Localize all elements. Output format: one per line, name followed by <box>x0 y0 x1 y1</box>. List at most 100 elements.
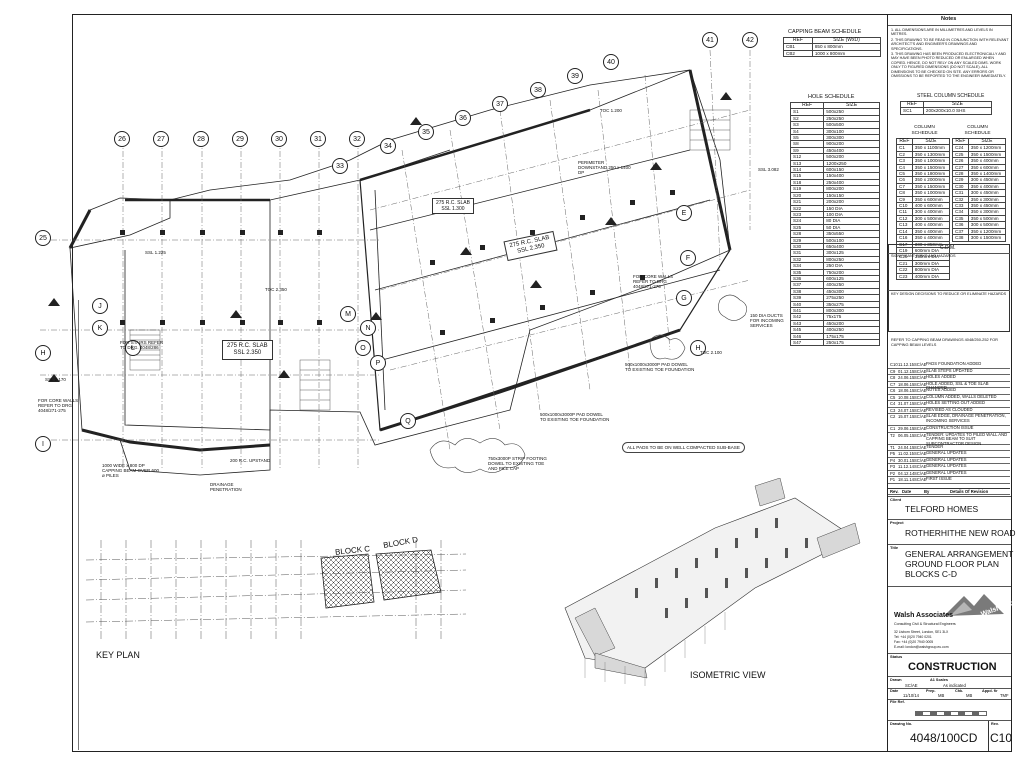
table-cell: S13 <box>789 159 825 168</box>
appd-label: Appd. fir <box>982 689 998 693</box>
gridline-bubble-m: M <box>340 306 356 322</box>
revision-details: HOLE ADDED, SSL & TOE SLAB CHANGED <box>926 380 989 390</box>
revision-date: 04.12.14 <box>898 470 915 476</box>
revision-details: HOLES SETTING OUT ADDED <box>926 400 986 405</box>
table-cell: 350 x 1300mm <box>911 150 951 159</box>
revision-by: SC/AE <box>914 401 927 406</box>
revision-date: 30.01.15 <box>898 457 915 463</box>
table-cell: 900x200 <box>823 140 880 148</box>
title-label: Title <box>890 545 899 550</box>
steel-column-schedule-title: STEEL COLUMN SCHEDULE <box>917 93 985 99</box>
note-upstand: 200 R.C. UPSTAND <box>230 458 271 463</box>
table-cell: 350mm DIA <box>911 253 951 261</box>
table-cell: 350 x 1500mm <box>911 163 951 172</box>
table-cell: 350 x 600mm <box>911 195 951 204</box>
revision-date: 18.06.15 <box>898 388 915 393</box>
table-cell: 500x100 <box>823 236 880 244</box>
gridline-bubble-l: L <box>125 340 141 356</box>
key-plan-label: KEY PLAN <box>96 650 140 660</box>
key-plan-drawing <box>86 540 466 640</box>
table-cell: 350 x 300mm <box>967 208 1007 216</box>
gridline-bubble-25: 25 <box>35 230 51 246</box>
date-value: 11/10/14 <box>903 693 919 698</box>
revision-rev: C3 <box>890 407 896 413</box>
gridline-bubble-g: G <box>676 290 692 306</box>
note-2: 2. THIS DRAWING TO BE READ IN CONJUNCTIO… <box>891 38 1009 51</box>
table-cell: 300 x 450mm <box>967 189 1007 197</box>
table-cell: 300 x 450mm <box>967 176 1007 184</box>
note-toc-3: TOC 1.200 <box>600 108 622 113</box>
a1-scale-label: A1 Scales <box>930 678 948 682</box>
table-cell: 350 x 1200mm <box>967 144 1007 152</box>
note-perimeter: PERIMETER DOWNSTAND 250 x 1400 DP <box>578 160 631 175</box>
gridline-bubble-38: 38 <box>530 82 546 98</box>
gridline-bubble-27: 27 <box>153 131 169 147</box>
revision-rev: C5 <box>890 394 896 400</box>
gridline-bubble-39: 39 <box>567 68 583 84</box>
revision-details: FIRST ISSUE <box>926 476 952 481</box>
note-toc-2: TOC 2.100 <box>700 350 722 355</box>
revision-by: SC/AE <box>914 477 927 482</box>
revision-rev: C10 <box>890 362 898 367</box>
revision-date: 06.05.15 <box>898 432 915 438</box>
a1-scale-value: As indicated <box>943 683 966 688</box>
table-cell: 100 DIA <box>823 210 880 219</box>
title-line-1: GENERAL ARRANGEMENT <box>905 549 1014 559</box>
prep-label: Prep. <box>926 689 936 693</box>
table-cell: S5 <box>789 133 825 142</box>
drawing-no-value: 4048/100CD <box>910 731 978 745</box>
revision-date: 11.02.15 <box>898 451 914 456</box>
table-cell: S4 <box>789 127 825 136</box>
company-name: Walsh Associates <box>894 612 954 619</box>
table-cell: 350 x 300mm <box>967 195 1007 204</box>
revision-date: 24.07.15 <box>898 407 915 413</box>
table-cell: 350 x 1500mm <box>967 150 1007 159</box>
table-cell: 450x400 <box>823 146 880 155</box>
revision-rev: P3 <box>890 464 896 469</box>
revision-rev: P1 <box>890 477 896 482</box>
revision-rev: P2 <box>890 470 896 476</box>
table-cell: S21 <box>789 198 825 206</box>
table-cell: 600x150 <box>823 166 880 174</box>
revision-by: SC/AE <box>914 414 927 419</box>
file-ref-label: File Ref. <box>890 700 905 704</box>
revision-details: GENERAL UPDATES <box>926 450 967 455</box>
title-line-2: GROUND FLOOR PLAN <box>905 559 999 569</box>
table-cell: 800x200 <box>823 185 880 193</box>
project-name: ROTHERHITHE NEW ROAD <box>905 528 1016 538</box>
table-cell: 150 DIA <box>823 204 880 212</box>
note-ssl-3: SSL 1.225 <box>145 250 166 255</box>
table-header-cell: SIZE <box>823 101 880 110</box>
company-address-1: 32 Lisborn Street, London, SE1 3LX <box>894 630 949 634</box>
table-cell: 150x150 <box>823 191 880 200</box>
revision-by: SC/AE <box>914 407 927 413</box>
